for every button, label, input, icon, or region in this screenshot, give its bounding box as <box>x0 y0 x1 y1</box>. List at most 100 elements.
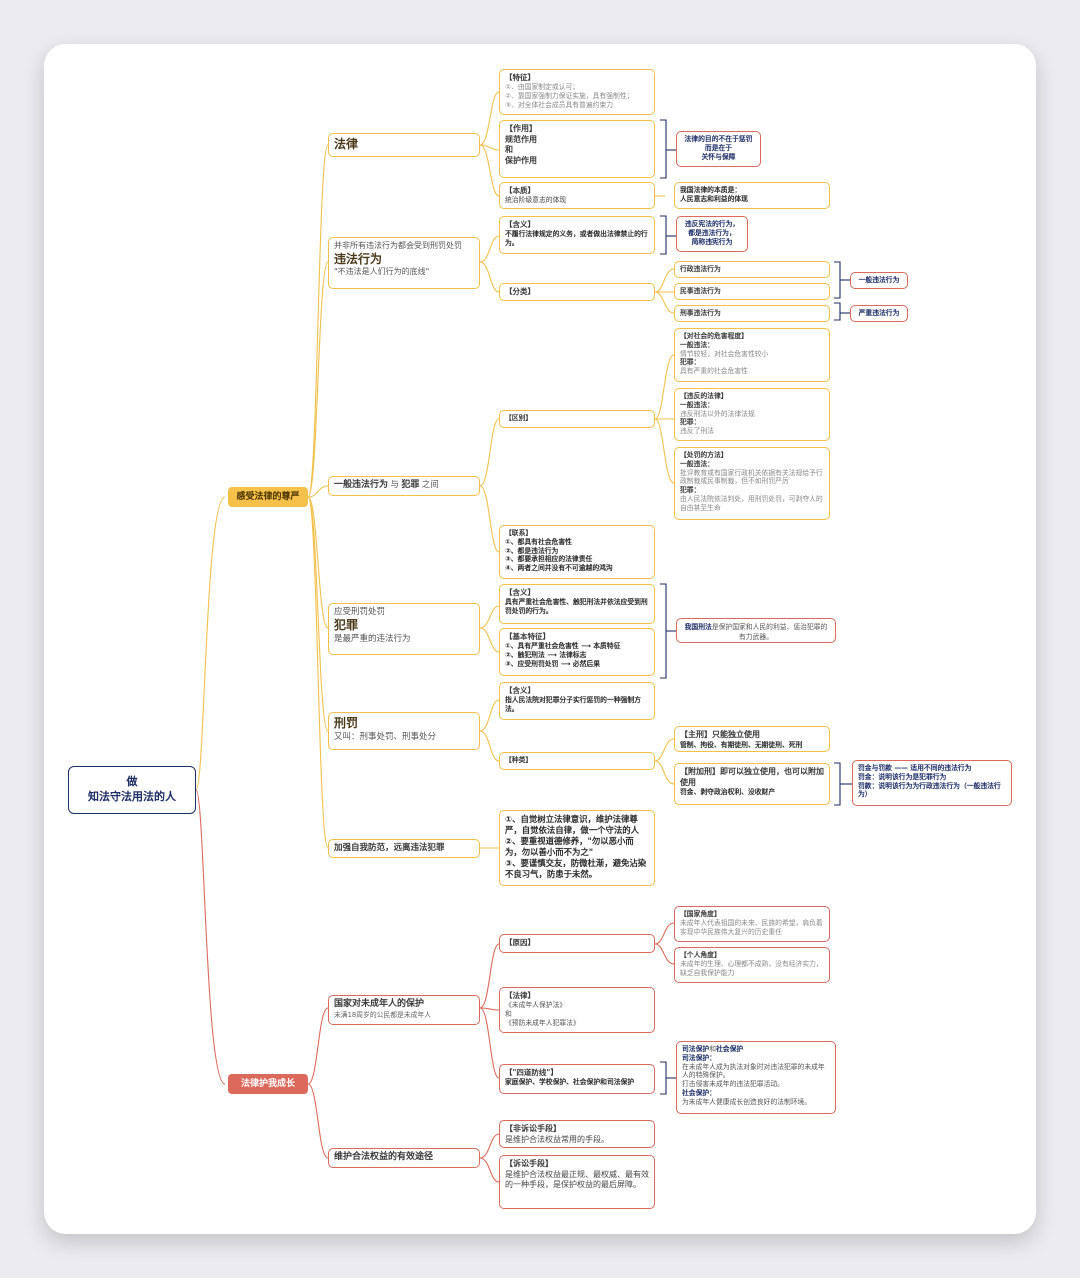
between-c: 之间 <box>421 480 439 490</box>
minor-personal-view-body: 未成年的生理、心理都不成熟，没有经济实力，缺乏自我保护能力 <box>680 959 823 977</box>
sifa-l2: 社会保护： <box>682 1089 716 1098</box>
general-illegal-note: 一般违法行为 <box>850 272 908 289</box>
penalty-sub: 又叫：刑事处罚、刑事处分 <box>334 731 437 742</box>
criminal-law-note: 我国刑法是保护国家和人民的利益、惩治犯罪的有力武器。 <box>676 618 836 643</box>
law-function: 【作用】 规范作用 和 保护作用 <box>499 120 655 178</box>
relation-body: ①、都具有社会危害性 ②、都是违法行为 ③、都要承担相应的法律责任 ④、两者之间… <box>505 537 613 573</box>
criminal-law-note-a: 我国刑法 <box>684 623 712 631</box>
criminal-law-note-b: 是保护国家和人民的利益、惩治犯罪的有力武器。 <box>711 623 828 641</box>
law-essence-note: 我国法律的本质是： 人民意志和利益的体现 <box>674 182 830 209</box>
diff-harm-l1: 一般违法： <box>680 340 714 349</box>
diff-law-l1: 一般违法： <box>680 400 714 409</box>
illegal-meaning-note: 违反宪法的行为， 都是违法行为， 简称违宪行为 <box>676 216 748 252</box>
diff-punish-b1: 批评教育或有国家行政机关依据有关法规给予行政制裁或民事制裁，但不如刑罚严厉 <box>680 468 823 486</box>
litigation-title: 【诉讼手段】 <box>505 1159 553 1168</box>
penalty-meaning: 【含义】 指人民法院对犯罪分子实行惩罚的一种强制方法。 <box>499 682 655 720</box>
illegal-node: 并非所有违法行为都会受到刑罚处罚 违法行为 "不违法是人们行为的底线" <box>328 237 480 289</box>
illegal-bottom: "不违法是人们行为的底线" <box>334 267 430 277</box>
non-litigation: 【非诉讼手段】 是维护合法权益常用的手段。 <box>499 1120 655 1148</box>
diff-punish-l2: 犯罪： <box>680 486 701 495</box>
prevent-body: ①、自觉树立法律意识，维护法律尊严，自觉依法自律，做一个守法的人 ②、要重视道德… <box>499 810 655 886</box>
minor-reason: 【原因】 <box>499 934 655 953</box>
minor-sub: 未满18周岁的公民都是未成年人 <box>334 1010 432 1019</box>
non-litigation-body: 是维护合法权益常用的手段。 <box>505 1134 609 1144</box>
crime-top: 应受刑罚处罚 <box>334 607 386 617</box>
minor-personal-view-title: 【个人角度】 <box>680 951 721 959</box>
between-a: 一般违法行为 <box>334 480 389 490</box>
minor-title: 国家对未成年人的保护 <box>334 999 425 1009</box>
crime-features-body: ①、具有严重社会危害性 ⟶ 本质特征 ②、触犯刑法 ⟶ 法律标志 ③、应受刑罚处… <box>505 641 621 668</box>
between-b: 犯罪 <box>401 480 420 490</box>
diff-harm: 【对社会的危害程度】 一般违法： 情节较轻，对社会危害性较小 犯罪： 具有严重的… <box>674 328 830 382</box>
illegal-meaning-note-text: 违反宪法的行为， 都是违法行为， 简称违宪行为 <box>684 220 740 246</box>
rights-title: 维护合法权益的有效途径 <box>334 1152 434 1162</box>
law-function-note-text: 法律的目的不在于惩罚 而是在于 关怀与保障 <box>684 135 753 161</box>
diff-punish: 【处罚的方法】 一般违法： 批评教育或有国家行政机关依据有关法规给予行政制裁或民… <box>674 447 830 520</box>
minor-four-lines-title: 【"四道防线"】 <box>505 1068 558 1077</box>
prevent-title: 加强自我防范，远离违法犯罪 <box>334 843 445 853</box>
prevent-body-text: ①、自觉树立法律意识，维护法律尊严，自觉依法自律，做一个守法的人 ②、要重视道德… <box>505 814 647 880</box>
crime-meaning-body: 具有严重社会危害性、触犯刑法并依法应受到刑罚处罚的行为。 <box>505 597 648 615</box>
minor-laws: 【法律】 《未成年人保护法》 和 《预防未成年人犯罪法》 <box>499 987 655 1033</box>
diff-harm-b2: 具有严重的社会危害性 <box>680 367 748 376</box>
law-function-title: 【作用】 规范作用 和 保护作用 <box>505 124 537 165</box>
diff-law-title: 【违反的法律】 <box>680 392 728 400</box>
diff-harm-b1: 情节较轻，对社会危害性较小 <box>680 349 769 358</box>
penalty-kinds: 【种类】 <box>499 752 655 770</box>
illegal-type-admin-text: 行政违法行为 <box>680 265 721 273</box>
general-illegal-note-text: 一般违法行为 <box>858 276 900 284</box>
minor-four-lines: 【"四道防线"】 家庭保护、学校保护、社会保护和司法保护 <box>499 1064 655 1094</box>
fine-note: 罚金与罚款 —— 适用不同的违法行为 罚金：说明该行为是犯罪行为 罚款：说明该行… <box>852 760 1012 806</box>
sifa-t3: 社会保护 <box>715 1045 744 1053</box>
sifa-t2: 和 <box>709 1045 716 1053</box>
crime-features-title: 【基本特征】 <box>505 632 550 641</box>
crime-bottom: 是最严重的违法行为 <box>334 634 411 645</box>
law-features: 【特征】 ①、由国家制定或认可； ②、靠国家强制力保证实施，具有强制性； ③、对… <box>499 69 655 115</box>
minor-state-view: 【国家角度】 未成年人代表祖国的未来、民族的希望，肩负着实现中华民族伟大复兴的历… <box>674 906 830 942</box>
root-node: 做 知法守法用法的人 <box>68 766 196 814</box>
diff-punish-title: 【处罚的方法】 <box>680 451 728 459</box>
fine-note-text: 罚金与罚款 —— 适用不同的违法行为 罚金：说明该行为是犯罪行为 罚款：说明该行… <box>858 764 1001 799</box>
principal-penalty-title: 【主刑】只能独立使用 <box>680 730 760 739</box>
principal-penalty: 【主刑】只能独立使用 管制、拘役、有期徒刑、无期徒刑、死刑 <box>674 726 830 752</box>
sifa-b1: 在未成年人成为执法对象时对违法犯罪的未成年人的特殊保护。 打击侵害未成年的违法犯… <box>682 1062 825 1089</box>
minor-state-view-body: 未成年人代表祖国的未来、民族的希望，肩负着实现中华民族伟大复兴的历史重任 <box>680 918 823 936</box>
illegal-meaning-body: 不履行法律规定的义务，或者做出法律禁止的行为。 <box>505 229 648 247</box>
sifa-t1: 司法保护 <box>682 1045 710 1053</box>
illegal-type-civil-text: 民事违法行为 <box>680 287 721 295</box>
law-function-note: 法律的目的不在于惩罚 而是在于 关怀与保障 <box>676 131 761 167</box>
law-node: 法律 <box>328 133 480 157</box>
difference-title: 【区别】 <box>505 414 533 422</box>
diff-law-b1: 违反刑法以外的法律法规 <box>680 409 755 418</box>
illegal-meaning-title: 【含义】 <box>505 220 535 229</box>
diff-punish-l1: 一般违法： <box>680 459 714 468</box>
litigation: 【诉讼手段】 是维护合法权益最正规、最权威、最有效的一种手段，是保护权益的最后屏… <box>499 1155 655 1209</box>
diff-harm-title: 【对社会的危害程度】 <box>680 332 748 340</box>
penalty-node: 刑罚 又叫：刑事处罚、刑事处分 <box>328 712 480 750</box>
minor-judicial-note: 司法保护和社会保护 司法保护： 在未成年人成为执法对象时对违法犯罪的未成年人的特… <box>676 1041 836 1114</box>
law-essence-body: 统治阶级意志的体现 <box>505 195 567 204</box>
illegal-title: 违法行为 <box>334 251 383 266</box>
minor-laws-title: 【法律】 <box>505 991 535 1000</box>
minor-node: 国家对未成年人的保护 未满18周岁的公民都是未成年人 <box>328 995 480 1025</box>
law-title: 法律 <box>334 137 359 151</box>
penalty-meaning-body: 指人民法院对犯罪分子实行惩罚的一种强制方法。 <box>505 695 641 713</box>
minor-state-view-title: 【国家角度】 <box>680 910 721 918</box>
diff-harm-l2: 犯罪： <box>680 358 701 367</box>
minor-reason-title: 【原因】 <box>505 938 535 947</box>
law-features-title: 【特征】 <box>505 73 535 82</box>
illegal-type-admin: 行政违法行为 <box>674 261 830 278</box>
litigation-body: 是维护合法权益最正规、最权威、最有效的一种手段，是保护权益的最后屏障。 <box>505 1169 649 1190</box>
non-litigation-title: 【非诉讼手段】 <box>505 1124 561 1133</box>
illegal-type-criminal-text: 刑事违法行为 <box>680 309 721 317</box>
diff-law-l2: 犯罪： <box>680 418 701 427</box>
crime-features: 【基本特征】 ①、具有严重社会危害性 ⟶ 本质特征 ②、触犯刑法 ⟶ 法律标志 … <box>499 628 655 676</box>
branch-protection: 法律护我成长 <box>228 1074 308 1094</box>
illegal-top: 并非所有违法行为都会受到刑罚处罚 <box>334 241 462 250</box>
penalty-title: 刑罚 <box>334 716 359 730</box>
relation-title: 【联系】 <box>505 529 533 537</box>
illegal-category-title: 【分类】 <box>505 287 535 296</box>
crime-node: 应受刑罚处罚 犯罪 是最严重的违法行为 <box>328 603 480 655</box>
crime-meaning: 【含义】 具有严重社会危害性、触犯刑法并依法应受到刑罚处罚的行为。 <box>499 584 655 624</box>
crime-meaning-title: 【含义】 <box>505 588 535 597</box>
